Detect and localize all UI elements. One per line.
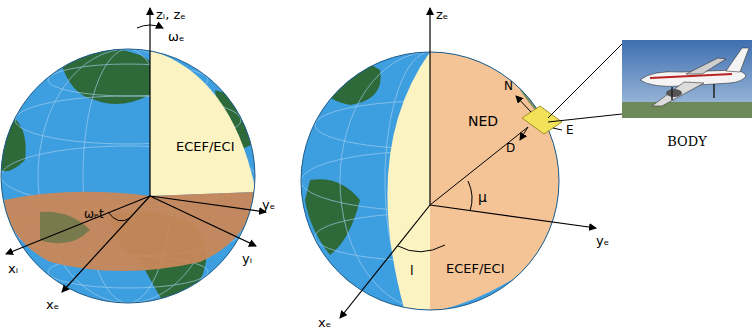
axis-label: yᵢ [242, 252, 252, 266]
aircraft-photo [622, 40, 752, 118]
axis-label: xₑ [46, 298, 59, 312]
frame-label: ECEF/ECI [176, 140, 235, 154]
axis-label: zₑ [436, 8, 448, 22]
direction-label: N [504, 80, 513, 93]
axis-label: zᵢ, zₑ [156, 8, 186, 22]
frame-label: ECEF/ECI [446, 262, 505, 276]
angle-label: μ [478, 190, 487, 205]
frame-caption: BODY [622, 134, 752, 149]
axis-label: xₑ [318, 316, 331, 330]
rotation-label: ωₑ [168, 30, 184, 44]
axis-label: yₑ [596, 234, 609, 248]
angle-label: l [410, 264, 414, 278]
photo-box: BODY [622, 40, 752, 149]
direction-label: E [566, 124, 574, 137]
frame-label: NED [468, 114, 498, 129]
angle-label: ωₑt [84, 208, 104, 221]
axis-label: xᵢ [8, 262, 18, 276]
direction-label: D [506, 142, 515, 155]
axis-label: yₑ [262, 198, 275, 212]
